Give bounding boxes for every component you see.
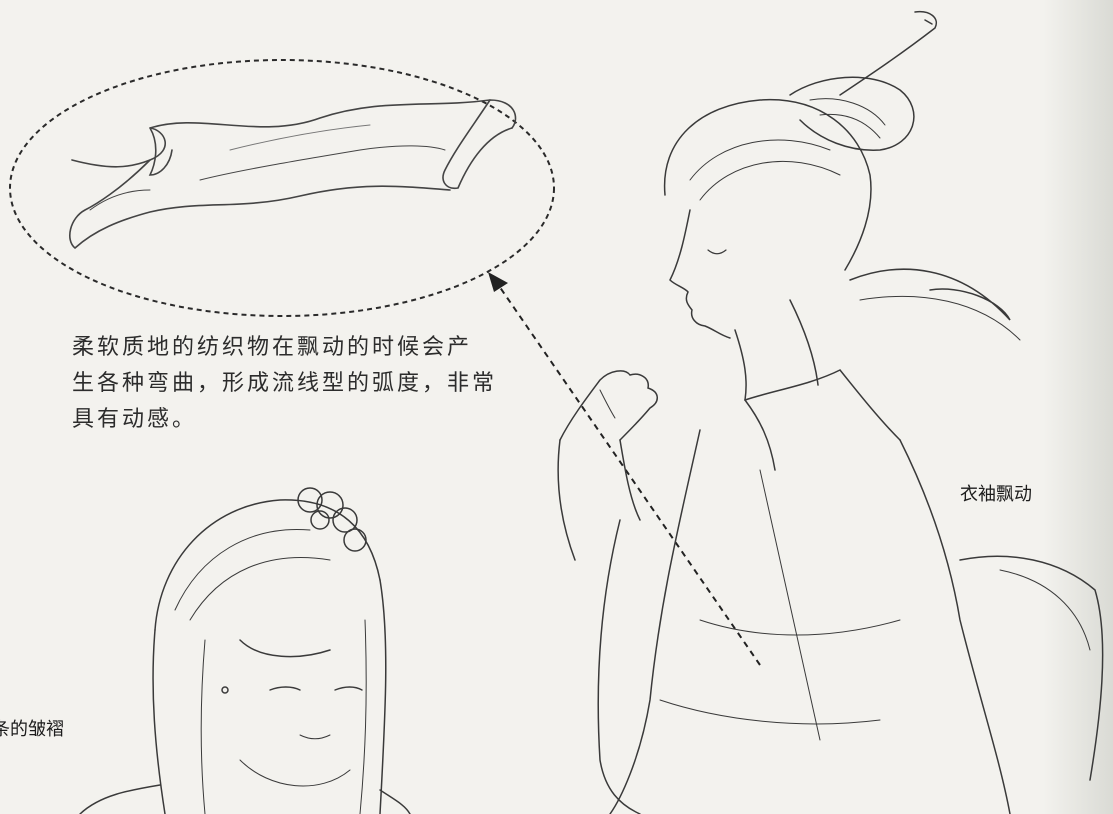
folds-label: 条的皱褶: [0, 719, 64, 740]
man-figure: [557, 10, 1104, 814]
caption-line-1: 柔软质地的纺织物在飘动的时候会产: [72, 335, 473, 360]
callout-ellipse: [9, 59, 555, 317]
caption-line-3: 具有动感。: [72, 407, 198, 432]
sleeve-label: 衣袖飘动: [960, 484, 1032, 505]
ribbon-drawing: [69, 99, 517, 250]
caption-line-2: 生各种弯曲，形成流线型的弧度，非常: [72, 371, 498, 396]
woman-figure: [79, 487, 411, 814]
caption-text: 柔软质地的纺织物在飘动的时候会产 生各种弯曲，形成流线型的弧度，非常 具有动感。: [72, 330, 498, 438]
callout-arrow: [488, 272, 761, 666]
